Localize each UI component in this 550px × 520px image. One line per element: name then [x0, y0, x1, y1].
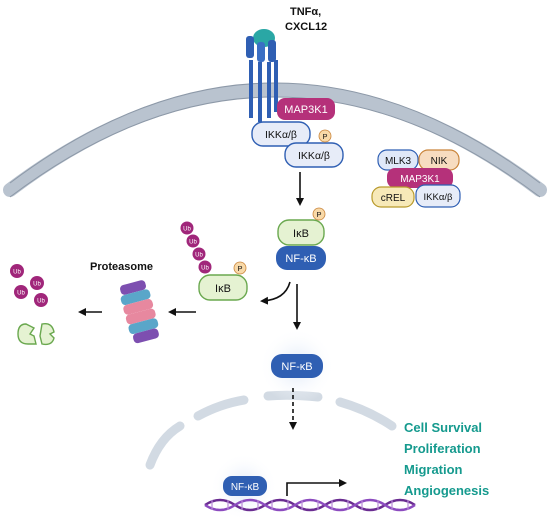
svg-text:Ub: Ub	[189, 240, 197, 246]
svg-text:Ub: Ub	[13, 270, 21, 276]
ikk-label-2: IKKα/β	[298, 150, 330, 162]
ub-ikb-label: IκB	[215, 283, 231, 295]
ikb-label: IκB	[293, 228, 309, 240]
transcription-arrow	[286, 479, 347, 496]
nfkb-translocated-box	[271, 354, 323, 378]
svg-text:Ub: Ub	[183, 227, 191, 233]
crel-box	[371, 186, 415, 208]
degradation-arrow	[260, 281, 291, 305]
ikk-box-1	[251, 121, 311, 147]
outcome-cell-survival: Cell Survival	[404, 420, 482, 435]
nuclear-envelope	[145, 390, 397, 470]
phospho-marker	[318, 129, 332, 143]
nuclear-nfkb-label: NF-κB	[231, 482, 260, 493]
ikb-phospho-marker	[312, 207, 326, 221]
ikb-box	[277, 219, 325, 246]
svg-text:Ub: Ub	[195, 253, 203, 259]
ikk-box-2	[284, 142, 344, 168]
outcome-angiogenesis: Angiogenesis	[404, 483, 489, 498]
nfkb-translocated-label: NF-κB	[281, 361, 312, 373]
svg-text:P: P	[316, 210, 321, 219]
svg-text:IKKα/β: IKKα/β	[424, 192, 453, 203]
map3k1-label: MAP3K1	[284, 104, 327, 116]
svg-text:Ub: Ub	[33, 282, 41, 288]
proteasome-icon	[120, 280, 159, 344]
svg-text:MLK3: MLK3	[385, 156, 412, 167]
receptor-icon	[246, 29, 278, 122]
ub-chain-icon	[180, 221, 194, 235]
outcome-proliferation: Proliferation	[404, 441, 481, 456]
outcome-migration: Migration	[404, 462, 463, 477]
ligand-label-line2: CXCL12	[285, 21, 327, 33]
ikk-label-1: IKKα/β	[265, 129, 297, 141]
free-ub-icon	[10, 264, 24, 278]
alt-map3k1-box	[387, 168, 453, 188]
nuclear-nfkb-box	[223, 476, 267, 496]
ub-ikb-phospho-marker	[233, 261, 247, 275]
svg-text:Ub: Ub	[17, 291, 25, 297]
svg-text:MAP3K1: MAP3K1	[400, 174, 440, 185]
svg-text:P: P	[322, 132, 327, 141]
alt-ikk-box	[415, 184, 461, 208]
ub-ikb-box	[198, 274, 248, 301]
ligand-label-line1: TNFα,	[290, 6, 321, 18]
svg-text:cREL: cREL	[381, 193, 406, 204]
svg-text:Ub: Ub	[201, 266, 209, 272]
proteasome-label: Proteasome	[90, 261, 153, 273]
nfkb-box	[276, 246, 326, 270]
degraded-ikb-icon	[17, 322, 55, 346]
dna-helix-icon	[204, 498, 416, 512]
nfkb-label: NF-κB	[285, 253, 316, 265]
map3k1-box	[277, 98, 335, 120]
svg-text:P: P	[237, 264, 242, 273]
svg-text:Ub: Ub	[37, 299, 45, 305]
svg-text:NIK: NIK	[431, 156, 448, 167]
